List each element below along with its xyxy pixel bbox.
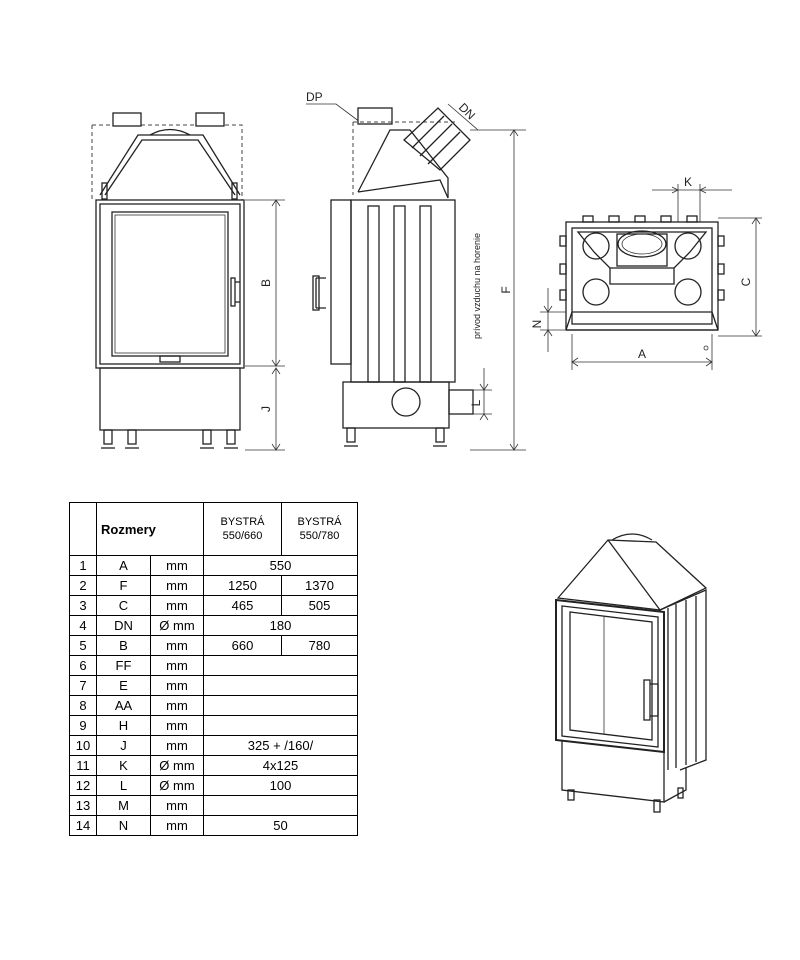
model-2-size: 550/780 (299, 530, 340, 542)
dim-label-n: N (530, 320, 544, 329)
header-blank-cell (69, 502, 97, 556)
unit-cell: mm (150, 735, 204, 756)
dim-label-k: K (684, 175, 692, 189)
dimension-code-cell: AA (96, 695, 151, 716)
unit-cell: mm (150, 815, 204, 836)
model-2-header: BYSTRÁ 550/780 (281, 502, 358, 556)
unit-cell: Ø mm (150, 775, 204, 796)
table-header-row: Rozmery BYSTRÁ 550/660 BYSTRÁ 550/780 (69, 502, 358, 556)
shared-value-cell: 550 (203, 555, 358, 576)
row-number-cell: 7 (69, 675, 97, 696)
row-number-cell: 5 (69, 635, 97, 656)
dimension-code-cell: C (96, 595, 151, 616)
unit-cell: mm (150, 715, 204, 736)
row-number-cell: 4 (69, 615, 97, 636)
row-number-cell: 11 (69, 755, 97, 776)
shared-value-cell: 180 (203, 615, 358, 636)
unit-cell: mm (150, 575, 204, 596)
dimension-code-cell: J (96, 735, 151, 756)
shared-value-cell: 325 + /160/ (203, 735, 358, 756)
dim-label-j: J (259, 406, 273, 412)
dimension-code-cell: F (96, 575, 151, 596)
dim-label-dn: DN (456, 100, 478, 122)
model-1-name: BYSTRÁ (220, 516, 265, 528)
row-number-cell: 12 (69, 775, 97, 796)
row-number-cell: 13 (69, 795, 97, 816)
dim-label-c: C (739, 277, 753, 286)
dim-label-f: F (499, 286, 513, 293)
front-view: B J (91, 112, 285, 451)
row-number-cell: 6 (69, 655, 97, 676)
model-1-value-cell: 660 (203, 635, 282, 656)
model-2-name: BYSTRÁ (297, 516, 342, 528)
row-number-cell: 8 (69, 695, 97, 716)
model-1-header: BYSTRÁ 550/660 (203, 502, 282, 556)
model-2-value-cell: 505 (281, 595, 358, 616)
unit-cell: mm (150, 635, 204, 656)
model-1-value-cell: 465 (203, 595, 282, 616)
dimension-code-cell: DN (96, 615, 151, 636)
unit-cell: mm (150, 675, 204, 696)
shared-value-cell (203, 695, 358, 716)
dimension-code-cell: N (96, 815, 151, 836)
top-view: K C (530, 175, 762, 370)
unit-cell: mm (150, 695, 204, 716)
dim-label-dp: DP (306, 90, 323, 104)
row-number-cell: 1 (69, 555, 97, 576)
dimension-code-cell: M (96, 795, 151, 816)
dimension-code-cell: B (96, 635, 151, 656)
dimension-code-cell: H (96, 715, 151, 736)
row-number-cell: 9 (69, 715, 97, 736)
side-view: DP DN L (306, 90, 526, 451)
row-number-cell: 2 (69, 575, 97, 596)
unit-cell: Ø mm (150, 615, 204, 636)
dim-label-l: L (469, 399, 483, 406)
shared-value-cell (203, 715, 358, 736)
unit-cell: mm (150, 595, 204, 616)
perspective-view (555, 533, 708, 813)
unit-cell: mm (150, 795, 204, 816)
dimension-code-cell: A (96, 555, 151, 576)
model-1-size: 550/660 (222, 530, 263, 542)
shared-value-cell (203, 795, 358, 816)
model-1-value-cell: 1250 (203, 575, 282, 596)
shared-value-cell (203, 675, 358, 696)
dim-label-b: B (259, 279, 273, 287)
row-number-cell: 3 (69, 595, 97, 616)
unit-cell: mm (150, 655, 204, 676)
air-supply-label: prívod vzduchu na horenie (472, 233, 482, 339)
shared-value-cell: 4x125 (203, 755, 358, 776)
unit-cell: mm (150, 555, 204, 576)
dimension-code-cell: E (96, 675, 151, 696)
shared-value-cell: 50 (203, 815, 358, 836)
row-number-cell: 14 (69, 815, 97, 836)
shared-value-cell (203, 655, 358, 676)
table-title: Rozmery (96, 502, 204, 556)
model-2-value-cell: 1370 (281, 575, 358, 596)
dim-label-a: A (638, 347, 646, 361)
shared-value-cell: 100 (203, 775, 358, 796)
row-number-cell: 10 (69, 735, 97, 756)
model-2-value-cell: 780 (281, 635, 358, 656)
dimension-code-cell: L (96, 775, 151, 796)
dimension-code-cell: K (96, 755, 151, 776)
dimension-code-cell: FF (96, 655, 151, 676)
unit-cell: Ø mm (150, 755, 204, 776)
